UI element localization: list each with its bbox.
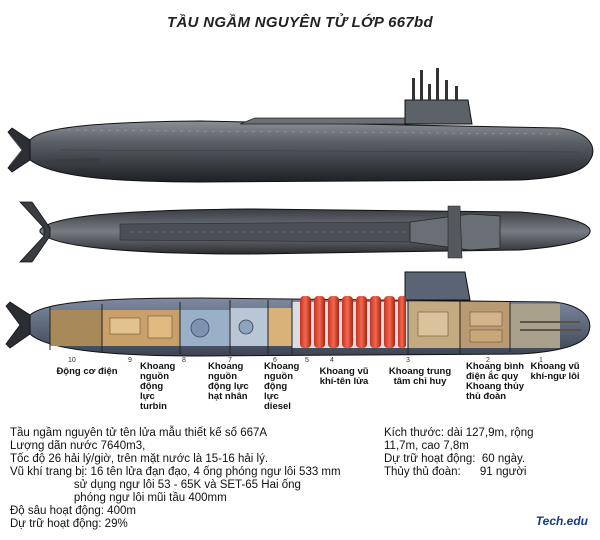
compartment-label-motor: Động cơ điện	[56, 366, 118, 377]
spec-dimensions-2: 11,7m, cao 7,8m	[384, 440, 469, 452]
compartment-label-torpedo: Khoang vũ khí-ngư lôi	[530, 361, 580, 382]
spec-reserve: Dự trữ hoạt động: 29%	[10, 518, 128, 530]
spec-depth: Độ sâu hoạt động: 400m	[10, 505, 136, 517]
spec-speed: Tốc độ 26 hải lý/giờ, trên mặt nước là 1…	[10, 453, 269, 465]
spec-crew: Thủy thủ đoàn: 91 người	[384, 466, 527, 478]
brand-logo: Tech.edu	[535, 514, 588, 528]
compartment-label-battery-crew: Khoang bình điện ắc quy Khoang thủy thủ …	[466, 361, 525, 402]
submarine-cutaway	[5, 271, 591, 357]
spec-dimensions: Kích thước: dài 127,9m, rộng	[384, 427, 534, 439]
page-title: TẦU NGẦM NGUYÊN TỬ LỚP 667bd	[167, 14, 433, 31]
spec-model: Tầu ngầm nguyên tử tên lửa mẫu thiết kế …	[10, 427, 268, 439]
compartment-number: 2	[486, 357, 490, 364]
compartment-label-turbine: Khoang nguồn động lực turbin	[140, 361, 176, 412]
submarine-top-view	[19, 201, 591, 263]
spec-weapons-3: phóng ngư lôi mũi tầu 400mm	[10, 492, 227, 504]
spec-weapons: Vũ khí trang bị: 16 tên lửa đạn đạo, 4 ố…	[10, 466, 341, 478]
compartment-label-diesel: Khoang nguồn động lực diesel	[264, 361, 300, 412]
compartment-number: 3	[406, 357, 410, 364]
compartment-label-nuclear: Khoang nguồn động lực hạt nhân	[208, 361, 249, 402]
submarine-side-view	[7, 68, 594, 183]
compartment-number: 9	[128, 357, 132, 364]
compartment-number: 5	[305, 357, 309, 364]
compartment-number: 4	[330, 357, 334, 364]
compartment-number: 7	[228, 357, 232, 364]
compartment-number: 8	[182, 357, 186, 364]
compartment-number: 6	[273, 357, 277, 364]
spec-endurance: Dự trữ hoạt động: 60 ngày.	[384, 453, 526, 465]
submarine-illustration	[5, 68, 594, 357]
compartment-label-missiles: Khoang vũ khí-tên lửa	[319, 366, 369, 387]
spec-displacement: Lượng dãn nước 7640m3,	[10, 440, 146, 452]
compartment-number: 10	[68, 357, 76, 364]
spec-weapons-2: sử dụng ngư lôi 53 - 65K và SET-65 Hai ố…	[10, 479, 301, 491]
compartment-number: 1	[539, 357, 543, 364]
compartment-label-command: Khoang trung tâm chỉ huy	[388, 366, 452, 387]
